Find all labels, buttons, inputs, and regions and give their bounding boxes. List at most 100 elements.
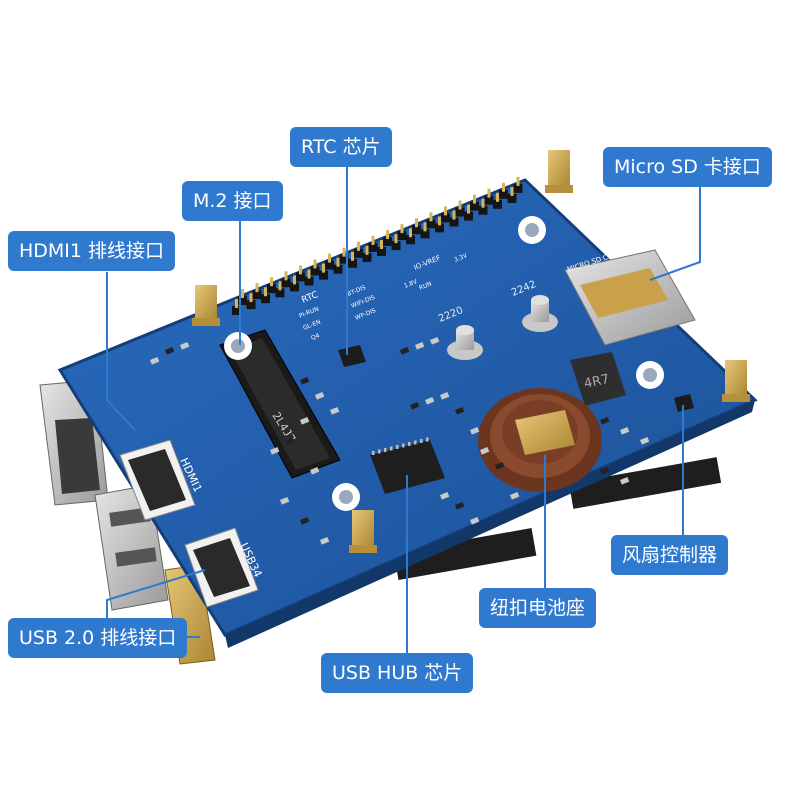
silk-q4: Q4 <box>310 332 321 342</box>
gpio-pin-tip <box>293 275 296 285</box>
smd-part <box>600 417 610 425</box>
callout-usb2-fpc: USB 2.0 排线接口 <box>8 618 188 658</box>
gpio-pin-tip <box>235 299 238 308</box>
smd-part <box>299 517 310 525</box>
gpio-pin <box>261 294 270 304</box>
smd-part <box>494 462 505 470</box>
mounting-hole <box>224 332 252 360</box>
gpio-pin-tip <box>371 235 375 245</box>
gpio-pin-tip <box>365 245 369 255</box>
smd-part <box>409 402 420 410</box>
smd-part <box>620 477 630 485</box>
coin-cell-holder <box>478 388 602 492</box>
gpio-pin-tip <box>322 263 325 273</box>
gpio-pin <box>325 260 334 270</box>
gpio-pin-tip <box>510 186 514 196</box>
gpio-pin <box>513 183 523 193</box>
gpio-pin-tip <box>452 210 456 220</box>
callout-fan-controller: 风扇控制器 <box>611 535 729 575</box>
gpio-pin-tip <box>516 176 520 186</box>
gpio-pin-tip <box>313 259 317 269</box>
gpio-pin-tip <box>409 228 412 238</box>
gpio-pin <box>362 252 372 262</box>
gpio-pin-tip <box>438 216 441 226</box>
smd-part <box>270 447 280 455</box>
smd-part <box>600 467 610 475</box>
gpio-pin <box>267 284 276 294</box>
smd-part <box>469 517 480 525</box>
microsd-slot: MICRO SD CARD <box>564 248 696 346</box>
smd-part <box>179 342 190 350</box>
silk-1v8: 1.8V <box>403 278 419 290</box>
gpio-pin <box>304 276 314 286</box>
smd-part <box>329 407 340 415</box>
hdmi-fpc-connector <box>119 439 196 521</box>
gpio-pin <box>449 217 459 227</box>
chip-pin <box>414 440 417 445</box>
chip-pin <box>402 443 405 448</box>
gpio-pin-tip <box>342 247 346 257</box>
smd-part <box>620 427 630 435</box>
smd-part <box>429 337 440 345</box>
gpio-pin <box>499 189 508 199</box>
gpio-pin <box>232 306 241 315</box>
brass-standoff <box>545 150 573 193</box>
gpio-pin-tip <box>394 234 398 244</box>
gpio-pin <box>507 193 517 203</box>
gpio-pin <box>383 237 392 246</box>
gpio-pin <box>484 195 494 205</box>
gpio-pin-tip <box>473 194 476 204</box>
mounting-hole <box>518 216 546 244</box>
chip-pin <box>408 442 411 446</box>
leader-hdmi <box>106 272 136 431</box>
callout-usb-hub: USB HUB 芯片 <box>321 653 474 693</box>
chip-pin <box>420 439 423 443</box>
gpio-pin-tip <box>487 188 491 198</box>
gpio-pin <box>464 211 473 221</box>
smd-part <box>150 357 160 365</box>
smd-part <box>424 397 435 405</box>
gpio-pin-tip <box>255 283 259 293</box>
brass-standoff <box>349 510 377 553</box>
smd-part <box>469 427 480 435</box>
gpio-pin-tip <box>429 212 433 222</box>
chip-pin <box>384 448 387 452</box>
gpio-pin <box>391 241 401 251</box>
smd-part <box>314 392 325 400</box>
gpio-pin <box>275 288 285 298</box>
gpio-pin-tip <box>400 224 404 234</box>
gpio-pin-tip <box>380 240 383 249</box>
chip-pin <box>372 451 375 455</box>
bottom-connector <box>393 528 537 580</box>
standoff-2242 <box>522 295 558 332</box>
usb-fpc-connector <box>184 527 259 608</box>
gpio-pin-tip <box>444 206 447 216</box>
smd-part <box>310 467 320 475</box>
gpio-pin <box>296 272 305 282</box>
callout-m2-interface: M.2 接口 <box>182 181 283 221</box>
gpio-pin <box>377 247 386 256</box>
gpio-pin <box>478 205 488 215</box>
gpio-pin-tip <box>467 204 470 214</box>
gpio-pin-tip <box>415 218 418 228</box>
gpio-pin <box>252 290 262 300</box>
smd-part <box>165 347 175 355</box>
gpio-pin-tip <box>278 281 282 291</box>
gpio-pin <box>246 300 256 310</box>
rtc-chip <box>338 345 366 367</box>
gpio-pin-tip <box>270 277 273 287</box>
gpio-pin <box>339 254 349 264</box>
gpio-pin-tip <box>307 269 311 279</box>
gpio-pin-tip <box>249 293 253 303</box>
chip-pin <box>390 446 393 451</box>
gpio-pin-tip <box>458 200 462 210</box>
mounting-hole <box>636 361 664 389</box>
m2-slot: 2L4J7 <box>219 329 341 479</box>
gpio-pin <box>238 296 247 305</box>
inductor-marking: 4R7 <box>583 372 611 392</box>
smd-part <box>284 437 295 445</box>
gpio-pin <box>406 235 415 245</box>
gpio-pin-tip <box>502 182 505 192</box>
